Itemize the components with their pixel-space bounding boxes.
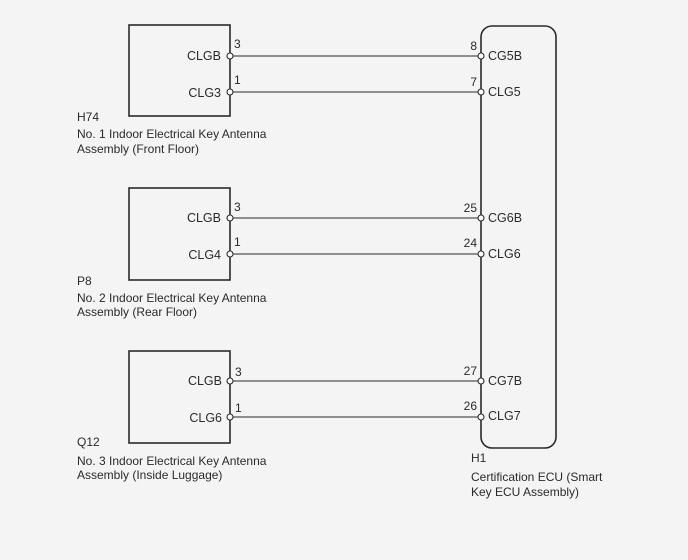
antenna-1-pin-2-name: CLG3 [188, 86, 221, 100]
antenna-2-name-line2: Assembly (Rear Floor) [77, 305, 197, 319]
antenna-1-pin-2-number: 1 [234, 73, 241, 87]
ecu-name-line2: Key ECU Assembly) [471, 485, 579, 499]
antenna-3-pin-1-number: 3 [235, 365, 242, 379]
ecu-pin-24-terminal [477, 250, 485, 258]
ecu-pin-27-number: 27 [464, 364, 478, 378]
antenna-2-pin-1-terminal [226, 214, 234, 222]
ecu-pin-27-terminal [477, 377, 485, 385]
antenna-2-code: P8 [77, 274, 92, 288]
antenna-1-box [128, 24, 231, 117]
antenna-2-pin-2-name: CLG4 [188, 248, 221, 262]
antenna-3-pin-1-terminal [226, 377, 234, 385]
ecu-pin-7-number: 7 [470, 75, 477, 89]
ecu-pin-8-number: 8 [470, 39, 477, 53]
antenna-2-pin-2-number: 1 [234, 235, 241, 249]
antenna-2-box [128, 187, 231, 281]
antenna-2-pin-2-terminal [226, 250, 234, 258]
antenna-2-group: CLGB CLG4 3 1 25 24 CG6B CLG6 P8 No. 2 I… [77, 187, 522, 319]
ecu-name-line1: Certification ECU (Smart [471, 470, 603, 484]
ecu-pin-26-terminal [477, 413, 485, 421]
antenna-2-name-line1: No. 2 Indoor Electrical Key Antenna [77, 291, 267, 305]
ecu-pin-7-name: CLG5 [488, 85, 521, 99]
antenna-1-name-line2: Assembly (Front Floor) [77, 142, 199, 156]
antenna-3-pin-1-name: CLGB [188, 374, 222, 388]
antenna-1-pin-2-terminal [226, 88, 234, 96]
antenna-2-pin-1-number: 3 [234, 200, 241, 214]
ecu-pin-24-name: CLG6 [488, 247, 521, 261]
antenna-1-pin-1-name: CLGB [187, 49, 221, 63]
ecu-pin-27-name: CG7B [488, 374, 522, 388]
antenna-1-pin-1-number: 3 [234, 37, 241, 51]
antenna-3-group: CLGB CLG6 3 1 27 26 CG7B CLG7 Q12 No. 3 … [77, 350, 522, 482]
antenna-1-code: H74 [77, 110, 99, 124]
ecu-pin-25-number: 25 [464, 201, 478, 215]
antenna-3-box [128, 350, 231, 444]
ecu-pin-7-terminal [477, 88, 485, 96]
antenna-3-code: Q12 [77, 435, 100, 449]
antenna-3-name-line2: Assembly (Inside Luggage) [77, 468, 222, 482]
antenna-2-pin-1-name: CLGB [187, 211, 221, 225]
antenna-1-pin-1-terminal [226, 52, 234, 60]
antenna-3-pin-2-terminal [226, 413, 234, 421]
ecu-pin-26-number: 26 [464, 399, 478, 413]
ecu-pin-8-terminal [477, 52, 485, 60]
antenna-1-group: CLGB CLG3 3 1 8 7 CG5B CLG5 H74 No. 1 In… [77, 24, 522, 156]
antenna-3-pin-2-name: CLG6 [189, 411, 222, 425]
ecu-pin-25-name: CG6B [488, 211, 522, 225]
ecu-pin-26-name: CLG7 [488, 409, 521, 423]
ecu-code: H1 [471, 451, 487, 465]
ecu-pin-24-number: 24 [464, 236, 478, 250]
antenna-3-name-line1: No. 3 Indoor Electrical Key Antenna [77, 454, 267, 468]
antenna-3-pin-2-number: 1 [235, 401, 242, 415]
ecu-box [480, 25, 557, 449]
ecu-pin-8-name: CG5B [488, 49, 522, 63]
ecu-pin-25-terminal [477, 214, 485, 222]
antenna-1-name-line1: No. 1 Indoor Electrical Key Antenna [77, 127, 267, 141]
